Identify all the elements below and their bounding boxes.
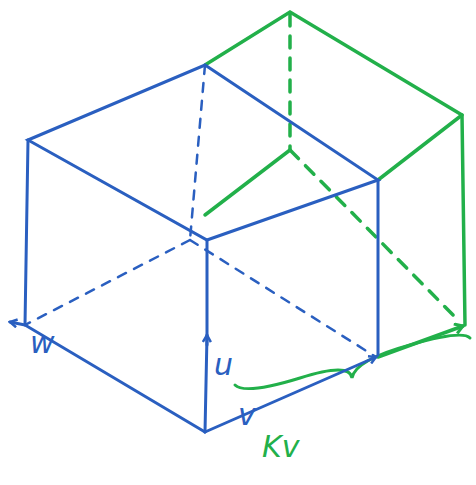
vector-label: u (214, 350, 233, 380)
vector-label: v (238, 400, 256, 430)
parallelepiped (10, 65, 378, 432)
extension-box (205, 12, 470, 389)
vector-label: w (30, 328, 55, 358)
vector-label: Kv (262, 432, 299, 462)
